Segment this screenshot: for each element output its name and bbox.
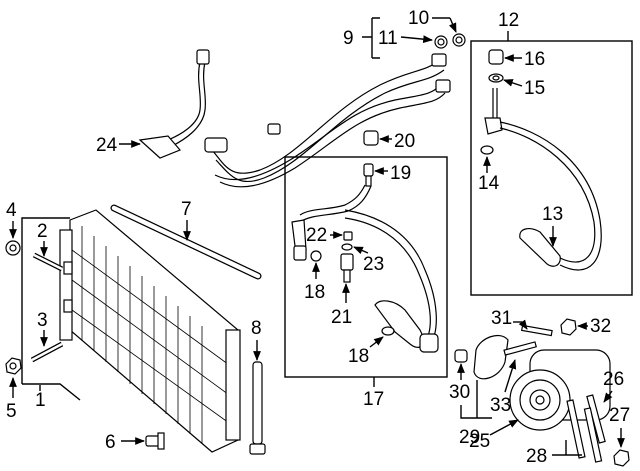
callout-25: 25 xyxy=(469,431,490,452)
nut-32 xyxy=(560,318,577,336)
callout-22: 22 xyxy=(306,225,327,246)
callout-20: 20 xyxy=(394,131,415,152)
callout-31: 31 xyxy=(491,308,512,329)
o-ring-11 xyxy=(434,35,448,49)
seal-strip-long xyxy=(110,204,262,280)
suction-hose-24 xyxy=(138,49,210,159)
callout-8: 8 xyxy=(251,318,262,339)
fitting-22 xyxy=(343,231,353,241)
callout-7: 7 xyxy=(181,199,192,220)
callout-29: 29 xyxy=(459,427,480,448)
seal-23 xyxy=(341,243,353,251)
callout-28: 28 xyxy=(526,446,547,467)
callout-24: 24 xyxy=(96,135,118,156)
o-ring-10 xyxy=(452,33,466,47)
upper-hose-assembly xyxy=(204,53,451,188)
o-ring-18-upper xyxy=(310,250,322,262)
nut-27 xyxy=(613,449,630,467)
grommet-upper xyxy=(5,240,21,256)
callout-14: 14 xyxy=(478,173,500,194)
callout-9: 9 xyxy=(343,28,354,49)
nut-lower xyxy=(5,357,22,375)
callout-30: 30 xyxy=(449,382,470,403)
condenser-assembly xyxy=(21,209,241,453)
group-box-12 xyxy=(470,40,633,296)
group-box-17 xyxy=(284,156,448,378)
callout-17: 17 xyxy=(363,389,384,410)
seal-strip-upper xyxy=(32,252,64,272)
valve-19 xyxy=(363,163,374,187)
cap-20 xyxy=(363,130,379,146)
bolt-33 xyxy=(503,341,537,356)
callout-4: 4 xyxy=(6,200,17,221)
bolts-28 xyxy=(566,399,603,463)
hose-17-assembly xyxy=(291,184,439,353)
bolt-6 xyxy=(145,432,165,450)
callout-23: 23 xyxy=(363,254,384,275)
callout-3: 3 xyxy=(37,310,48,331)
callout-16: 16 xyxy=(524,49,545,70)
callout-32: 32 xyxy=(590,316,611,337)
receiver-drier xyxy=(249,361,266,455)
o-ring-18-lower xyxy=(381,326,395,336)
callout-10: 10 xyxy=(408,8,429,29)
condenser-core-fins xyxy=(71,226,237,444)
callout-19: 19 xyxy=(390,163,411,184)
callout-15: 15 xyxy=(524,78,545,99)
callout-21: 21 xyxy=(331,307,352,328)
cap-16 xyxy=(488,49,504,65)
gasket-30-group xyxy=(454,335,509,380)
callout-6: 6 xyxy=(105,432,116,453)
o-ring-14 xyxy=(480,145,494,155)
callout-26: 26 xyxy=(603,369,624,390)
callout-2: 2 xyxy=(37,221,48,242)
callout-12: 12 xyxy=(498,10,519,31)
callout-5: 5 xyxy=(6,401,17,422)
cap-15 xyxy=(488,73,504,83)
switch-21 xyxy=(340,253,354,283)
seal-strip-lower xyxy=(30,341,64,363)
callout-13: 13 xyxy=(542,204,563,225)
callout-33: 33 xyxy=(490,395,511,416)
callout-18-upper: 18 xyxy=(304,282,325,303)
hose-13 xyxy=(484,88,602,271)
callout-18-lower: 18 xyxy=(348,346,369,367)
callout-1: 1 xyxy=(35,390,46,411)
callout-27: 27 xyxy=(609,405,630,426)
callout-11: 11 xyxy=(378,28,398,49)
